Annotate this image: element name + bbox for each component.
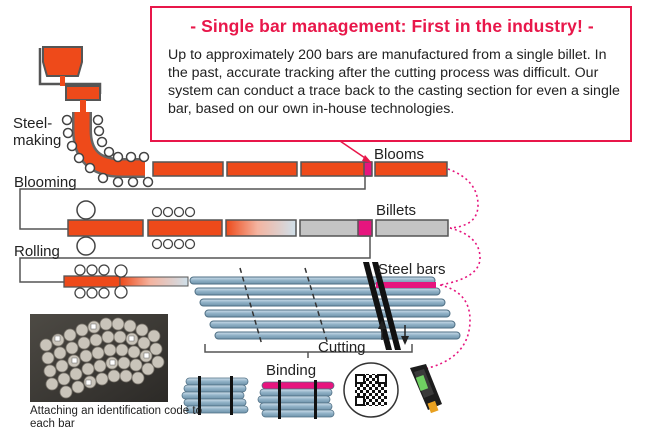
- cut-lines: [239, 267, 329, 346]
- blooming-mill: [67, 200, 297, 256]
- label-blooming: Blooming: [14, 174, 77, 191]
- shear-icon: [363, 262, 409, 350]
- label-blooms: Blooms: [374, 146, 425, 163]
- marked-steel-bar: [376, 282, 436, 288]
- bound-bundle-blue: [181, 376, 249, 415]
- bound-bundle-marked: [257, 380, 335, 419]
- label-steelmaking-line2: making: [13, 132, 62, 149]
- info-callout: - Single bar management: First in the in…: [150, 6, 632, 142]
- blooms-row: [152, 161, 448, 177]
- rolling-mill: [63, 264, 189, 299]
- callout-title: - Single bar management: First in the in…: [190, 16, 594, 36]
- ladle-icon: [38, 46, 102, 114]
- billets-row: [299, 219, 449, 237]
- label-cutting: Cutting: [318, 339, 366, 356]
- callout-pointer-tip: [362, 155, 372, 163]
- steel-bar-bundle: [189, 276, 461, 340]
- caster-strand: [72, 112, 145, 178]
- label-steelmaking-line1: Steel-: [13, 115, 53, 132]
- label-binding: Binding: [266, 362, 317, 379]
- bar-bundle-photo: [30, 314, 168, 402]
- callout-body: Up to approximately 200 bars are manufac…: [168, 47, 620, 117]
- label-rolling: Rolling: [14, 243, 60, 260]
- label-billets: Billets: [376, 202, 417, 219]
- callout-pointer: [339, 140, 369, 161]
- scanner-icon: [410, 364, 442, 414]
- connector-line: [19, 176, 366, 230]
- trace-lines: [419, 168, 481, 371]
- bracket-line: [204, 344, 413, 358]
- label-steel-bars: Steel bars: [378, 261, 446, 278]
- qr-code-icon: [343, 362, 399, 418]
- caster-rolls: [61, 114, 154, 188]
- photo-caption: Attaching an identification code to each…: [30, 405, 202, 430]
- connector-line: [19, 236, 371, 283]
